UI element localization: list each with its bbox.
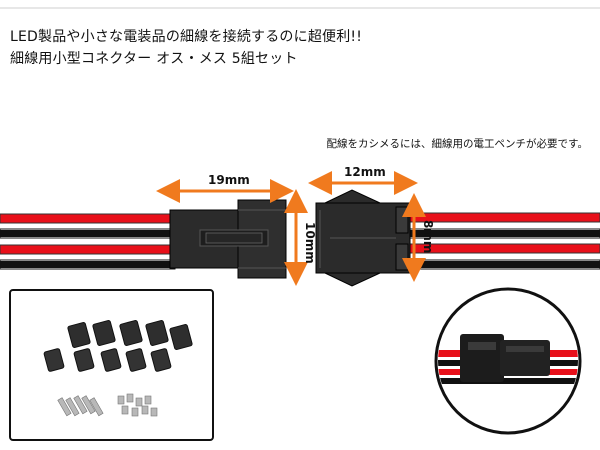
male-connector [169, 199, 287, 279]
headline-line1: LED製品や小さな電装品の細線を接続するのに超便利!! [10, 29, 363, 45]
left-wires [0, 213, 176, 270]
female-width-label: 12mm [344, 165, 386, 179]
male-width-label: 19mm [208, 173, 250, 187]
female-connector [315, 189, 411, 287]
dimension-arrows [156, 171, 426, 286]
female-height-label: 8mm [421, 220, 435, 253]
crimp-tool-note: 配線をカシメるには、細線用の電工ペンチが必要です。 [326, 138, 588, 150]
headline-line2: 細線用小型コネクター オス・メス 5組セット [10, 51, 298, 67]
connected-closeup-photo [434, 287, 582, 435]
male-height-label: 10mm [303, 222, 317, 264]
right-wires [409, 212, 600, 270]
parts-set-photo [9, 289, 214, 441]
